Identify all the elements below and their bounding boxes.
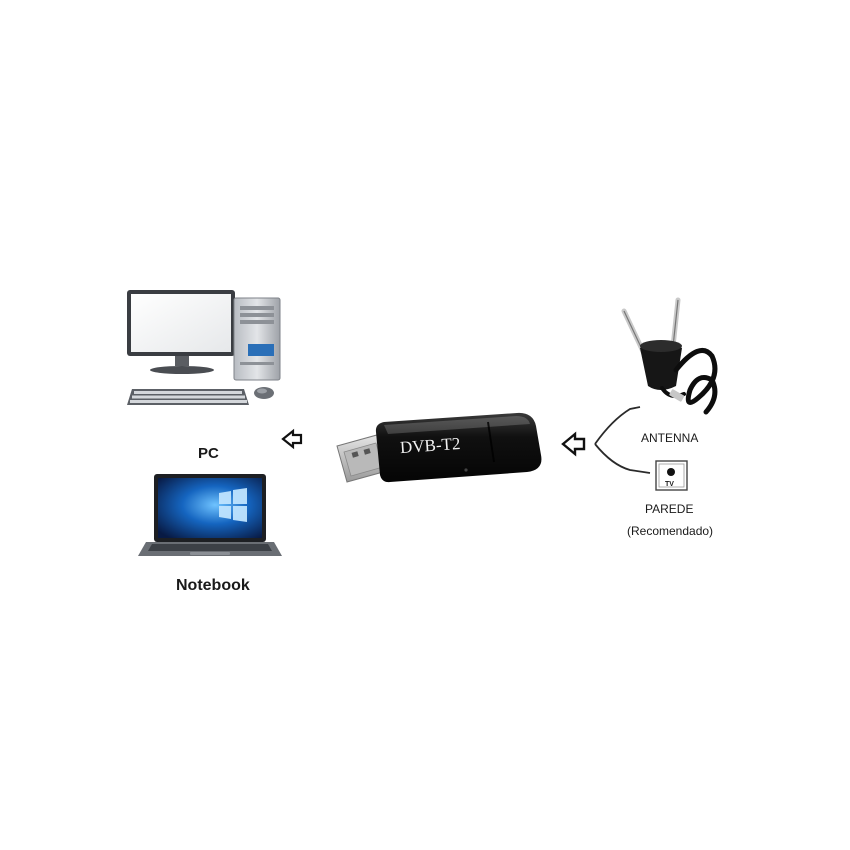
dongle-label: DVB-T2 — [399, 434, 461, 457]
tv-wall-socket-icon — [655, 460, 688, 491]
tv-socket-label: TV — [665, 481, 674, 488]
connection-lines — [594, 406, 651, 474]
usb-dongle-icon — [336, 412, 542, 483]
left-arrow-icon — [561, 431, 586, 457]
wall-label: PAREDE — [645, 502, 693, 516]
pc-label: PC — [198, 445, 219, 462]
notebook-label: Notebook — [176, 577, 250, 594]
laptop-icon — [138, 474, 282, 556]
antenna-icon — [621, 297, 718, 415]
antenna-label: ANTENNA — [641, 431, 698, 445]
desktop-computer-icon — [127, 290, 281, 405]
left-arrow-icon — [281, 428, 303, 450]
wall-note-label: (Recomendado) — [627, 524, 713, 538]
